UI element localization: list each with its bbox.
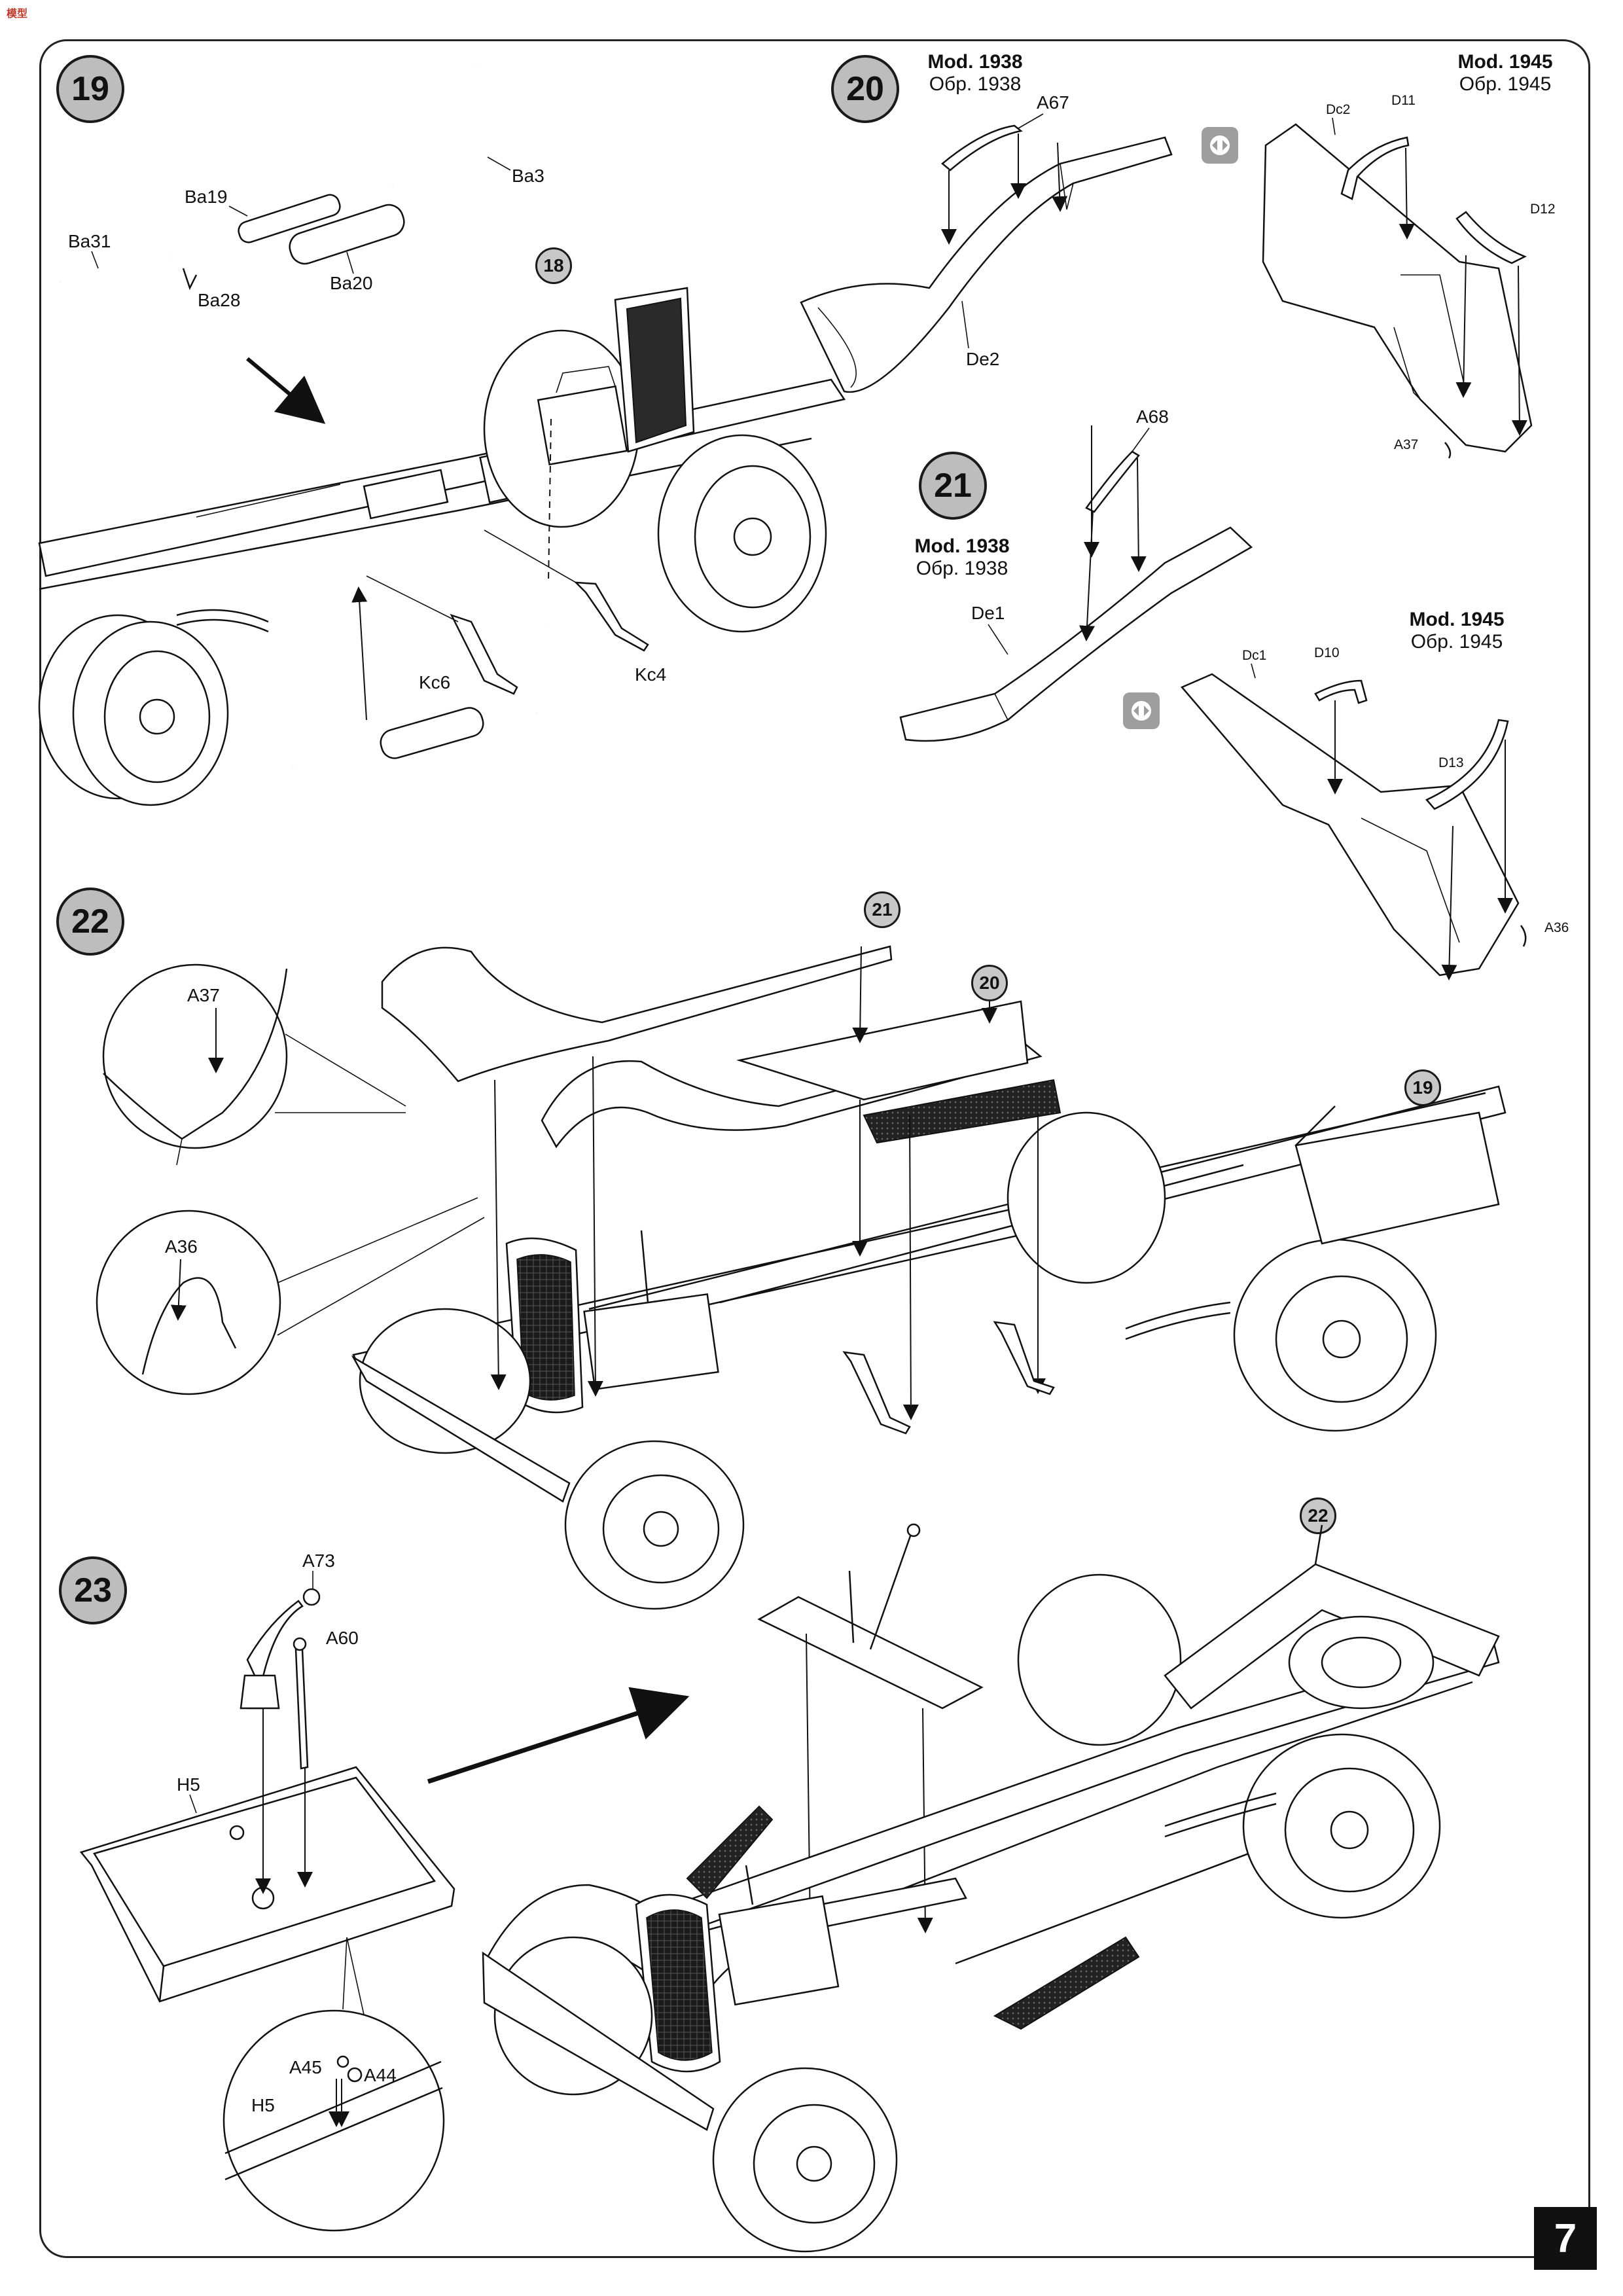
step-badge-22: 22: [56, 888, 124, 956]
step-20-drawing: De2 A67 Dc2 D11 D12 A37: [800, 92, 1556, 459]
ref-badge-19: 19: [1404, 1069, 1441, 1106]
label-a37-step20: A37: [1394, 437, 1418, 452]
alt-option-icon: [1123, 692, 1160, 729]
page-number: 7: [1534, 2207, 1597, 2270]
ref-badge-18: 18: [535, 247, 572, 284]
label-a60: A60: [326, 1628, 359, 1648]
label-ba19: Ba19: [185, 187, 227, 207]
brand-logo: 模型: [4, 4, 50, 24]
label-ba28: Ba28: [198, 290, 240, 310]
label-ba20: Ba20: [330, 273, 372, 293]
mod-label-en: Mod. 1945: [1457, 51, 1553, 73]
ref-badge-21: 21: [864, 891, 901, 928]
mod-label-en: Mod. 1938: [914, 535, 1010, 557]
label-ba31: Ba31: [68, 231, 111, 251]
mod-label-21-1938: Mod. 1938 Обр. 1938: [883, 535, 1041, 580]
label-d10: D10: [1314, 645, 1340, 660]
label-de1: De1: [971, 603, 1005, 623]
page-frame: [39, 39, 1590, 2258]
ref-badge-20: 20: [971, 965, 1008, 1001]
mod-label-ru: Обр. 1945: [1459, 73, 1552, 95]
label-dc1: Dc1: [1242, 648, 1266, 663]
label-kc6: Kc6: [419, 672, 450, 692]
step-23-drawing: H5 A73 A60 A45 A44 H5: [79, 1523, 1500, 2253]
step-badge-19: 19: [56, 55, 124, 123]
label-d12: D12: [1530, 202, 1556, 217]
label-d11: D11: [1391, 93, 1416, 108]
mod-label-en: Mod. 1938: [927, 51, 1023, 73]
step-badge-21: 21: [919, 452, 987, 520]
mod-label-20-1945: Mod. 1945 Обр. 1945: [1427, 51, 1584, 96]
ref-badge-22: 22: [1300, 1498, 1336, 1534]
mod-label-en: Mod. 1945: [1409, 609, 1505, 630]
mod-label-ru: Обр. 1938: [916, 558, 1008, 579]
label-a36-step21: A36: [1544, 920, 1569, 935]
label-a45: A45: [289, 2057, 322, 2077]
label-kc4: Kc4: [635, 664, 666, 685]
label-d13: D13: [1438, 755, 1464, 770]
step-22-drawing: A37 A36: [96, 945, 1507, 1610]
label-a44: A44: [364, 2065, 397, 2085]
mod-label-20-1938: Mod. 1938 Обр. 1938: [897, 51, 1054, 96]
label-a68: A68: [1136, 406, 1169, 427]
mod-label-21-1945: Mod. 1945 Обр. 1945: [1378, 609, 1535, 653]
label-a67: A67: [1037, 92, 1069, 113]
label-ba3: Ba3: [512, 166, 544, 186]
alt-option-icon: [1202, 127, 1238, 164]
mod-label-ru: Обр. 1938: [929, 73, 1022, 95]
label-h5-detail: H5: [251, 2095, 275, 2115]
mod-label-ru: Обр. 1945: [1410, 631, 1503, 653]
label-dc2: Dc2: [1326, 102, 1350, 117]
step-badge-20: 20: [831, 55, 899, 123]
label-a73: A73: [302, 1551, 335, 1571]
step-badge-23: 23: [59, 1556, 127, 1624]
label-a37-detail: A37: [187, 985, 220, 1005]
step-21-drawing: De1 A68 Dc1 D10 D13 A36: [899, 406, 1569, 980]
label-a36-detail: A36: [165, 1236, 198, 1257]
label-de2: De2: [966, 349, 999, 369]
step-19-drawing: Ba3 Ba19 Ba20 Ba31 Ba28: [38, 65, 846, 806]
svg-text:模型: 模型: [7, 7, 27, 20]
label-h5: H5: [177, 1774, 200, 1795]
